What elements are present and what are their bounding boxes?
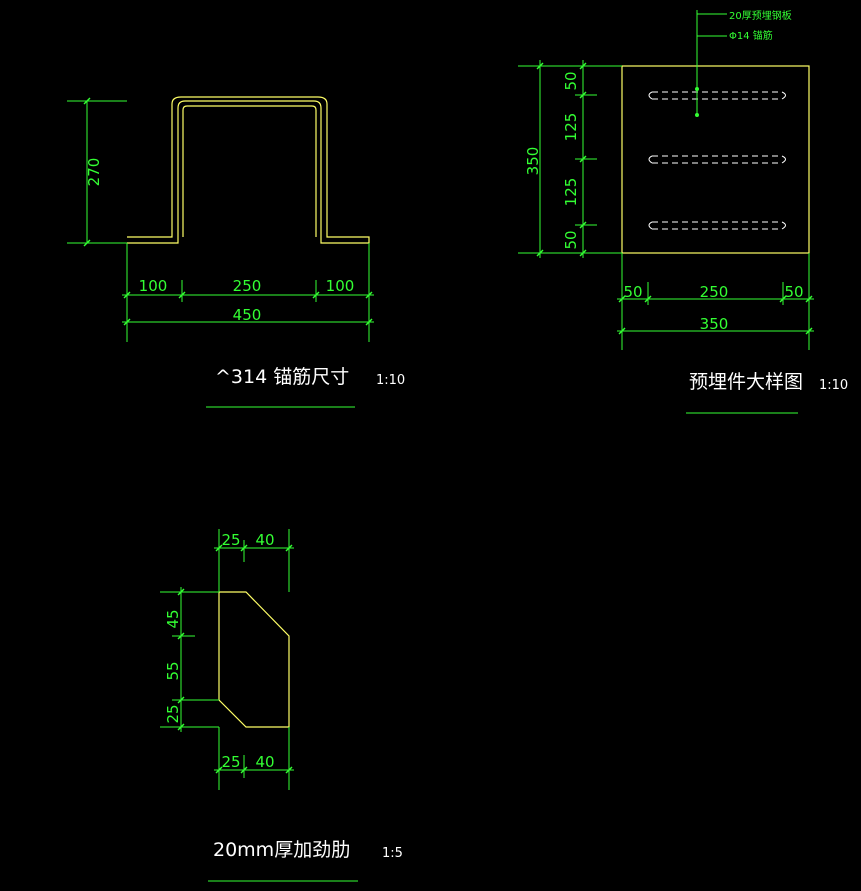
leader-bar-label: Φ14 锚筋 xyxy=(729,29,773,42)
anchor-bar-title: ^314 锚筋尺寸 xyxy=(215,366,349,388)
embed-plate-scale: 1:10 xyxy=(819,378,848,393)
dim-height-270: 270 xyxy=(85,158,103,187)
stiffener-dim-top-25: 25 xyxy=(221,531,240,549)
stiffener-outline xyxy=(218,591,290,728)
anchor-bar-scale: 1:10 xyxy=(376,373,405,388)
dim-right-100: 100 xyxy=(326,277,355,295)
anchor-bar-row-2 xyxy=(648,155,786,164)
anchor-bar-row-1 xyxy=(648,91,786,100)
embed-plate-drawing: 20厚预埋钢板 Φ14 锚筋 350 50 125 125 50 xyxy=(518,9,848,414)
stiffener-dim-left-25: 25 xyxy=(164,704,182,723)
dim-v-125-b: 125 xyxy=(562,178,580,207)
dim-h-total-350: 350 xyxy=(700,315,729,333)
dim-left-100: 100 xyxy=(139,277,168,295)
stiffener-dim-bottom-40: 40 xyxy=(255,753,274,771)
stiffener-drawing: 25 40 25 40 45 55 25 20mm厚加劲肋 1:5 xyxy=(160,529,403,882)
anchor-bar-outline-outer xyxy=(127,96,370,244)
dim-total-450: 450 xyxy=(233,306,262,324)
anchor-bar-drawing: 270 100 250 100 450 ^314 锚筋尺寸 1:10 xyxy=(67,96,405,408)
stiffener-dim-top-40: 40 xyxy=(255,531,274,549)
dim-h-50-right: 50 xyxy=(784,283,803,301)
anchor-bar-outline-inner xyxy=(182,105,317,237)
stiffener-dim-bottom-25: 25 xyxy=(221,753,240,771)
dim-v-50-top: 50 xyxy=(562,71,580,90)
stiffener-dim-left-45: 45 xyxy=(164,609,182,628)
dim-v-total-350: 350 xyxy=(524,147,542,176)
stiffener-scale: 1:5 xyxy=(382,846,403,861)
embed-plate-outline xyxy=(621,65,810,254)
dim-h-50-left: 50 xyxy=(623,283,642,301)
stiffener-dim-left-55: 55 xyxy=(164,661,182,680)
dim-v-125-a: 125 xyxy=(562,113,580,142)
dim-v-50-bottom: 50 xyxy=(562,230,580,249)
anchor-bar-row-3 xyxy=(648,221,786,230)
dim-h-250: 250 xyxy=(700,283,729,301)
dim-middle-250: 250 xyxy=(233,277,262,295)
leader-plate-label: 20厚预埋钢板 xyxy=(729,9,792,22)
stiffener-title: 20mm厚加劲肋 xyxy=(213,839,350,861)
embed-plate-title: 预埋件大样图 xyxy=(689,371,803,393)
